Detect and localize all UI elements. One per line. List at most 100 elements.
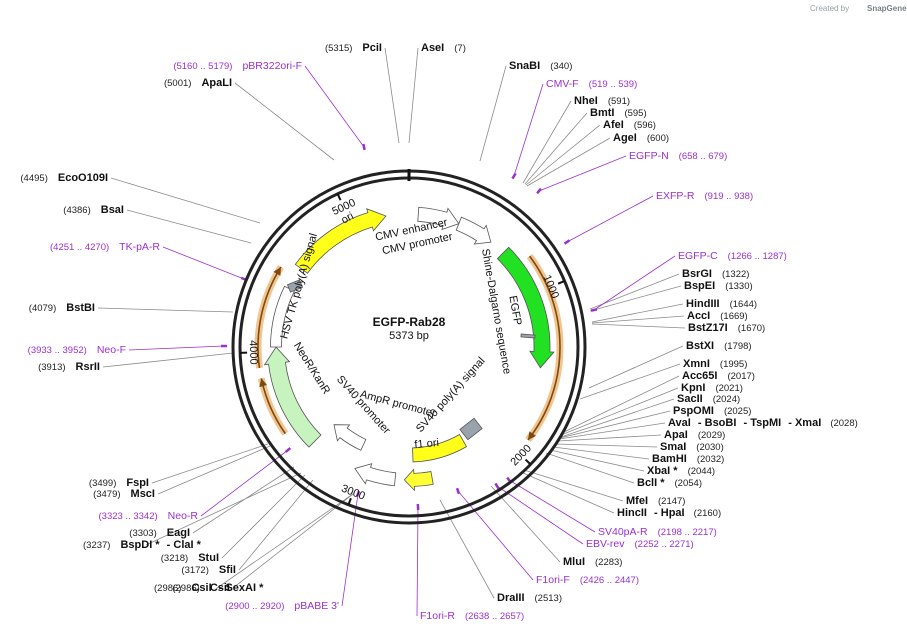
site-acc65i[interactable]: Acc65I(2017) — [682, 370, 755, 382]
site-group-hincii-group-item-1: HpaI — [661, 507, 688, 519]
feature-ori[interactable] — [294, 208, 387, 274]
site-mfei[interactable]: MfeI(2147) — [626, 495, 685, 507]
primer-ebv-rev[interactable]: EBV-rev(2252 .. 2271) — [586, 538, 694, 550]
site-bmti[interactable]: BmtI (595) — [590, 107, 647, 119]
site-acci-name: AccI — [687, 310, 710, 322]
feature-hsv-tk-poly-a-signal[interactable] — [270, 285, 295, 348]
primer-neo-f-name: Neo-F — [97, 344, 126, 356]
site-fspi[interactable]: (3499)FspI — [89, 477, 149, 489]
feature-cmv-promoter[interactable] — [455, 216, 492, 245]
primer-tk-pa-r[interactable]: (4251 .. 4270)TK-pA-R — [50, 241, 160, 253]
site-bstbi[interactable]: (4079)BstBI — [29, 302, 95, 314]
primer-neo-f[interactable]: (3933 .. 3952)Neo-F — [28, 344, 126, 356]
site-bstbi-leader — [97, 307, 234, 313]
site-apai[interactable]: ApaI(2029) — [664, 429, 725, 441]
site-group-avai-group-item-1: BsoBI — [705, 417, 740, 429]
site-bamhi-pos: (2032) — [697, 454, 724, 465]
site-msci-pos: (3479) — [93, 489, 120, 500]
site-nhei-name: NheI — [574, 95, 598, 107]
feature-ampr-promoter[interactable] — [333, 424, 367, 451]
primer-egfp-c-leader — [593, 255, 676, 311]
site-group-hincii-group[interactable]: HincII - HpaI (2160) — [617, 507, 721, 519]
site-eagi-name: EagI — [167, 527, 190, 539]
site-group-avai-group-leader — [558, 422, 666, 440]
site-bstxi[interactable]: BstXI(1798) — [686, 340, 752, 352]
site-pcii[interactable]: (5315)PciI — [325, 42, 382, 54]
site-asei[interactable]: AseI(7) — [421, 42, 466, 54]
site-group-csii-group-leader — [216, 493, 354, 589]
site-xmni[interactable]: XmnI(1995) — [683, 358, 747, 370]
site-group-hincii-group-pos: (2160) — [694, 508, 721, 519]
primer-f1ori-f[interactable]: F1ori-F(2426 .. 2447) — [536, 574, 639, 586]
feature-sv40-poly-a-signal[interactable] — [403, 468, 434, 492]
site-sacii[interactable]: SacII(2024) — [677, 393, 740, 405]
site-acc65i-name: Acc65I — [682, 370, 717, 382]
orf-neo-2-head — [259, 378, 268, 388]
site-csii[interactable]: (2986)CsiI — [172, 582, 230, 594]
credit-brand: SnapGene — [867, 4, 907, 13]
primer-ebv-rev-marker — [494, 482, 500, 490]
site-bstz17i[interactable]: BstZ17I(1670) — [688, 322, 765, 334]
feature-sv40-promoter[interactable] — [354, 463, 397, 487]
site-hindiii[interactable]: HindIII(1644) — [686, 298, 757, 310]
site-group-avai-group-item-2: TspMI — [750, 417, 784, 429]
site-xbai[interactable]: XbaI *(2044) — [647, 465, 715, 477]
site-pspomi[interactable]: PspOMI(2025) — [673, 405, 751, 417]
primer-cmv-f[interactable]: CMV-F(519 .. 539) — [546, 78, 637, 90]
primer-egfp-n[interactable]: EGFP-N(658 .. 679) — [629, 150, 727, 162]
site-group-csii-group[interactable]: (2986)CsiI - SexAI * — [154, 582, 264, 594]
site-snabi[interactable]: SnaBI(340) — [509, 60, 572, 72]
site-bamhi[interactable]: BamHI(2032) — [652, 453, 724, 465]
site-asei-leader — [408, 47, 419, 144]
site-sacii-leader — [560, 398, 675, 438]
site-bmti-name: BmtI — [590, 107, 614, 119]
site-acci[interactable]: AccI(1669) — [687, 310, 748, 322]
site-kpni-name: KpnI — [681, 382, 705, 394]
site-bcli-name: BclI * — [637, 477, 665, 489]
site-nhei[interactable]: NheI(591) — [574, 95, 630, 107]
site-apai-pos: (2029) — [698, 430, 725, 441]
site-rsrii-pos: (3913) — [38, 362, 65, 373]
feature-cmv-enhancer[interactable] — [417, 206, 460, 231]
site-smai[interactable]: SmaI(2030) — [660, 441, 724, 453]
primer-pbabe-3[interactable]: (2900 .. 2920)pBABE 3' — [225, 600, 339, 612]
site-group-bspdi-group-item-1: ClaI * — [173, 539, 201, 551]
feature-egfp[interactable] — [496, 246, 555, 369]
primer-pbr322ori-f[interactable]: (5160 .. 5179)pBR322ori-F — [173, 60, 302, 72]
site-bsrgi-pos: (1322) — [722, 269, 749, 280]
primer-cmv-f-pos: (519 .. 539) — [589, 79, 638, 90]
site-pcii-pos: (5315) — [325, 43, 352, 54]
site-bsai[interactable]: (4386)BsaI — [63, 204, 124, 216]
primer-egfp-c[interactable]: EGFP-C(1266 .. 1287) — [678, 250, 787, 262]
site-bmti-leader — [524, 112, 588, 185]
site-rsrii[interactable]: (3913)RsrII — [38, 361, 100, 373]
site-bsrgi[interactable]: BsrGI(1322) — [682, 268, 749, 280]
primer-sv40pa-r[interactable]: SV40pA-R(2198 .. 2217) — [598, 526, 717, 538]
site-stui-leader — [221, 474, 306, 559]
site-bspei[interactable]: BspEI(1330) — [684, 280, 753, 292]
site-bcli[interactable]: BclI *(2054) — [637, 477, 702, 489]
site-acci-leader — [591, 315, 685, 324]
feature-f1-ori[interactable] — [412, 433, 468, 463]
site-apali[interactable]: (5001)ApaLI — [164, 77, 232, 89]
site-ecoo109i[interactable]: (4495)EcoO109I — [20, 172, 108, 184]
primer-exfp-r[interactable]: EXFP-R(919 .. 938) — [656, 190, 753, 202]
primer-egfp-c-name: EGFP-C — [678, 250, 718, 262]
site-stui-pos: (3218) — [161, 553, 188, 564]
primer-neo-r[interactable]: (3323 .. 3342)Neo-R — [99, 510, 199, 522]
feature-label-neor-kanr: NeoR/KanR — [291, 340, 332, 396]
site-sfii[interactable]: (3172)SfiI — [181, 564, 236, 576]
site-afei[interactable]: AfeI(596) — [603, 119, 656, 131]
site-stui[interactable]: (3218)StuI — [161, 552, 219, 564]
site-bmti-pos: (595) — [624, 108, 646, 119]
primer-exfp-r-pos: (919 .. 938) — [705, 191, 754, 202]
site-group-bspdi-group[interactable]: (3237)BspDI * - ClaI * — [83, 539, 202, 551]
primer-f1ori-r[interactable]: F1ori-R(2638 .. 2657) — [420, 610, 524, 622]
site-draiii[interactable]: DraIII(2513) — [497, 592, 562, 604]
site-agei[interactable]: AgeI(600) — [613, 132, 669, 144]
site-group-avai-group[interactable]: AvaI - BsoBI - TspMI - XmaI (2028) — [668, 417, 858, 429]
site-kpni[interactable]: KpnI(2021) — [681, 382, 743, 394]
site-msci[interactable]: (3479)MscI — [93, 488, 155, 500]
site-eagi[interactable]: (3303)EagI — [129, 527, 190, 539]
site-mlui[interactable]: MluI(2283) — [563, 556, 622, 568]
